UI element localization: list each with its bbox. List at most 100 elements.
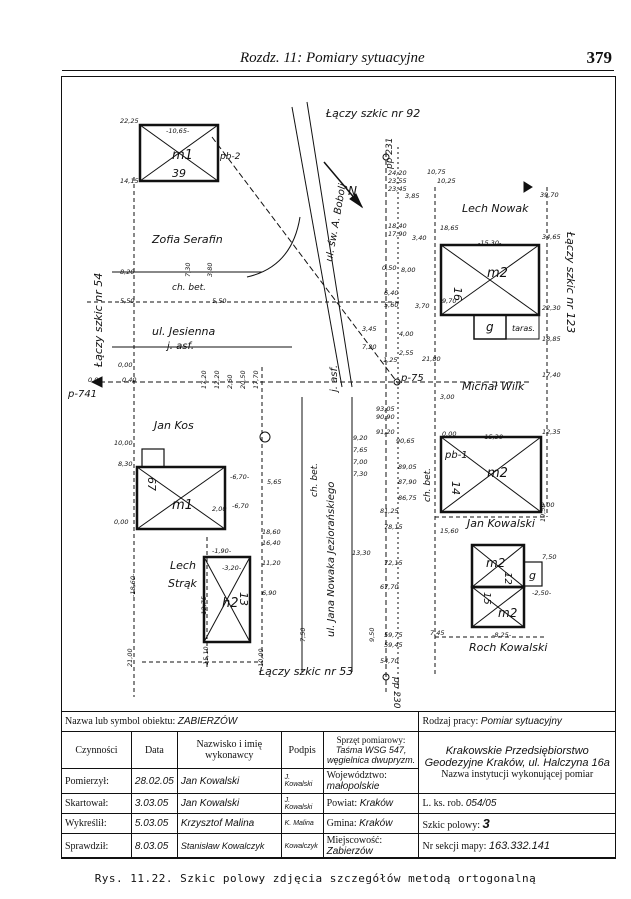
measure: 7,50 — [299, 628, 307, 642]
curb-right: ch. bet. — [423, 468, 433, 502]
owner-zofia: Zofia Serafin — [151, 233, 223, 246]
measure: 13,30 — [352, 549, 371, 557]
commune-label: Gmina: — [326, 818, 357, 829]
measure: 90,65 — [396, 437, 415, 445]
col-name: Nazwisko i imię wykonawcy — [176, 731, 282, 769]
row2-activity: Wykreślił: — [61, 813, 132, 834]
curve-curb — [246, 216, 301, 278]
measure: -15,30- — [478, 239, 502, 247]
measure: 8,20 — [120, 268, 134, 276]
street-jesienna: ul. Jesienna — [152, 325, 216, 338]
measure: 17,20 — [200, 370, 208, 389]
measure: 3,40 — [412, 234, 426, 242]
measure: 15,10 — [202, 646, 210, 665]
county-cell: Powiat: Kraków — [322, 793, 420, 814]
arrow-left — [90, 376, 103, 388]
locality-cell: Miejscowość:Zabierzów — [322, 833, 420, 859]
measure: 86,75 — [398, 494, 417, 502]
measure: 23,45 — [388, 185, 407, 193]
bld-h2: h2 — [222, 596, 239, 611]
measure: 3,45 — [362, 325, 376, 333]
row1-activity: Skartował: — [61, 793, 132, 814]
measure: 6,40 — [384, 289, 398, 297]
label-pp230: pp 230 — [391, 676, 401, 709]
measure: 9,50 — [368, 628, 376, 642]
measure: 12,35 — [542, 428, 561, 436]
label-p75: p-75 — [400, 373, 424, 384]
link-right: Łączy szkic nr 123 — [564, 231, 577, 333]
measure: 93,05 — [376, 405, 395, 413]
building-m2-15-diag2 — [471, 586, 525, 628]
building-h2-13-diag2 — [203, 556, 251, 643]
row2-sign: K. Malina — [280, 813, 324, 834]
bld-m2-sm1-no: 12 — [502, 572, 513, 585]
measure: 90,90 — [376, 413, 395, 421]
object-cell: Nazwa lub symbol obiektu: ZABIERZÓW — [60, 711, 420, 732]
point-pp230 — [382, 673, 390, 681]
owner-lech-nowak: Lech Nowak — [462, 202, 529, 215]
measure: 20,50 — [239, 370, 247, 389]
bld-h2-no: 13 — [237, 592, 250, 606]
measure: 5,50 — [120, 297, 134, 305]
register-label: L. ks. rob. — [422, 798, 464, 809]
measure: 17,40 — [542, 371, 561, 379]
measure: -15,30- — [482, 433, 506, 441]
link-bottom: Łączy szkic nr 53 — [258, 665, 353, 678]
measure: 7,65 — [353, 446, 367, 454]
measure: 0,00 — [540, 501, 554, 509]
measure: -18,60- — [129, 573, 137, 597]
measure: 10,00 — [114, 439, 133, 447]
measure: 2,55 — [399, 349, 413, 357]
measure: 15,60 — [440, 527, 459, 535]
measure: -8,25- — [492, 631, 512, 639]
measure: -12,75- — [200, 593, 208, 617]
row0-activity: Pomierzył: — [61, 768, 132, 794]
measure: 19,50 — [539, 503, 547, 522]
col-date: Data — [130, 731, 178, 769]
county-label: Powiat: — [326, 798, 358, 809]
col-activity: Czynności — [61, 731, 132, 769]
equipment-value: Taśma WSG 547, węgielnica dwupryzm. — [327, 745, 416, 765]
measure: 1,25 — [383, 356, 397, 364]
label-p74: p-741 — [67, 389, 97, 400]
measure: -6,70- — [230, 473, 250, 481]
measure: 7,45 — [430, 629, 444, 637]
owner-michal: Michał Wilk — [462, 380, 525, 393]
measure: 7,50 — [542, 553, 556, 561]
measure: 12,20 — [213, 370, 221, 389]
measure: 22,25 — [120, 117, 139, 125]
north-arrow-head — [349, 193, 364, 209]
owner-jan-kowalski: Jan Kowalski — [465, 517, 535, 530]
row3-name: Stanisław Kowalczyk — [176, 833, 282, 859]
measure: 59,45 — [384, 641, 403, 649]
measure: 59,75 — [384, 631, 403, 639]
row2-date: 5.03.05 — [130, 813, 178, 834]
terrace — [505, 314, 540, 340]
bld-m2-sm2: m2 — [498, 606, 517, 620]
figure-caption: Rys. 11.22. Szkic polowy zdjęcia szczegó… — [94, 872, 537, 885]
street-jana-nowaka: ul. Jana Nowaka Jeziorańskiego — [325, 482, 337, 637]
measure: 34,65 — [542, 233, 561, 241]
measure: 14,15 — [120, 177, 139, 185]
measure: 10,00 — [257, 648, 265, 667]
building-m2-14 — [439, 435, 543, 514]
locality-label: Miejscowość: — [326, 835, 383, 846]
label-pp231: pp 231 — [385, 138, 395, 170]
measure: 0,00 — [88, 376, 102, 384]
measure: 7,00 — [353, 458, 367, 466]
measure: 10,75 — [427, 168, 446, 176]
measure: 5,50 — [212, 297, 226, 305]
manhole — [259, 431, 271, 443]
sketch-no-value: 3 — [482, 816, 490, 831]
measure: 7,20 — [362, 343, 376, 351]
measure: 21,00 — [126, 648, 134, 667]
metadata-form: Nazwa lub symbol obiektu: ZABIERZÓW Rodz… — [60, 711, 616, 859]
measure: 0,00 — [114, 518, 128, 526]
measure: 7,30 — [184, 263, 192, 277]
field-sketch: Łączy szkic nr 92 Łączy szkic nr 53 Łącz… — [67, 101, 577, 709]
measure: 5,60 — [384, 301, 398, 309]
work-type-cell: Rodzaj pracy: Pomiar sytuacyjny — [418, 711, 616, 732]
county-value: Kraków — [359, 798, 394, 809]
institution-caption: Nazwa instytucji wykonującej pomiar — [441, 769, 594, 780]
measure: 5,65 — [267, 478, 281, 486]
